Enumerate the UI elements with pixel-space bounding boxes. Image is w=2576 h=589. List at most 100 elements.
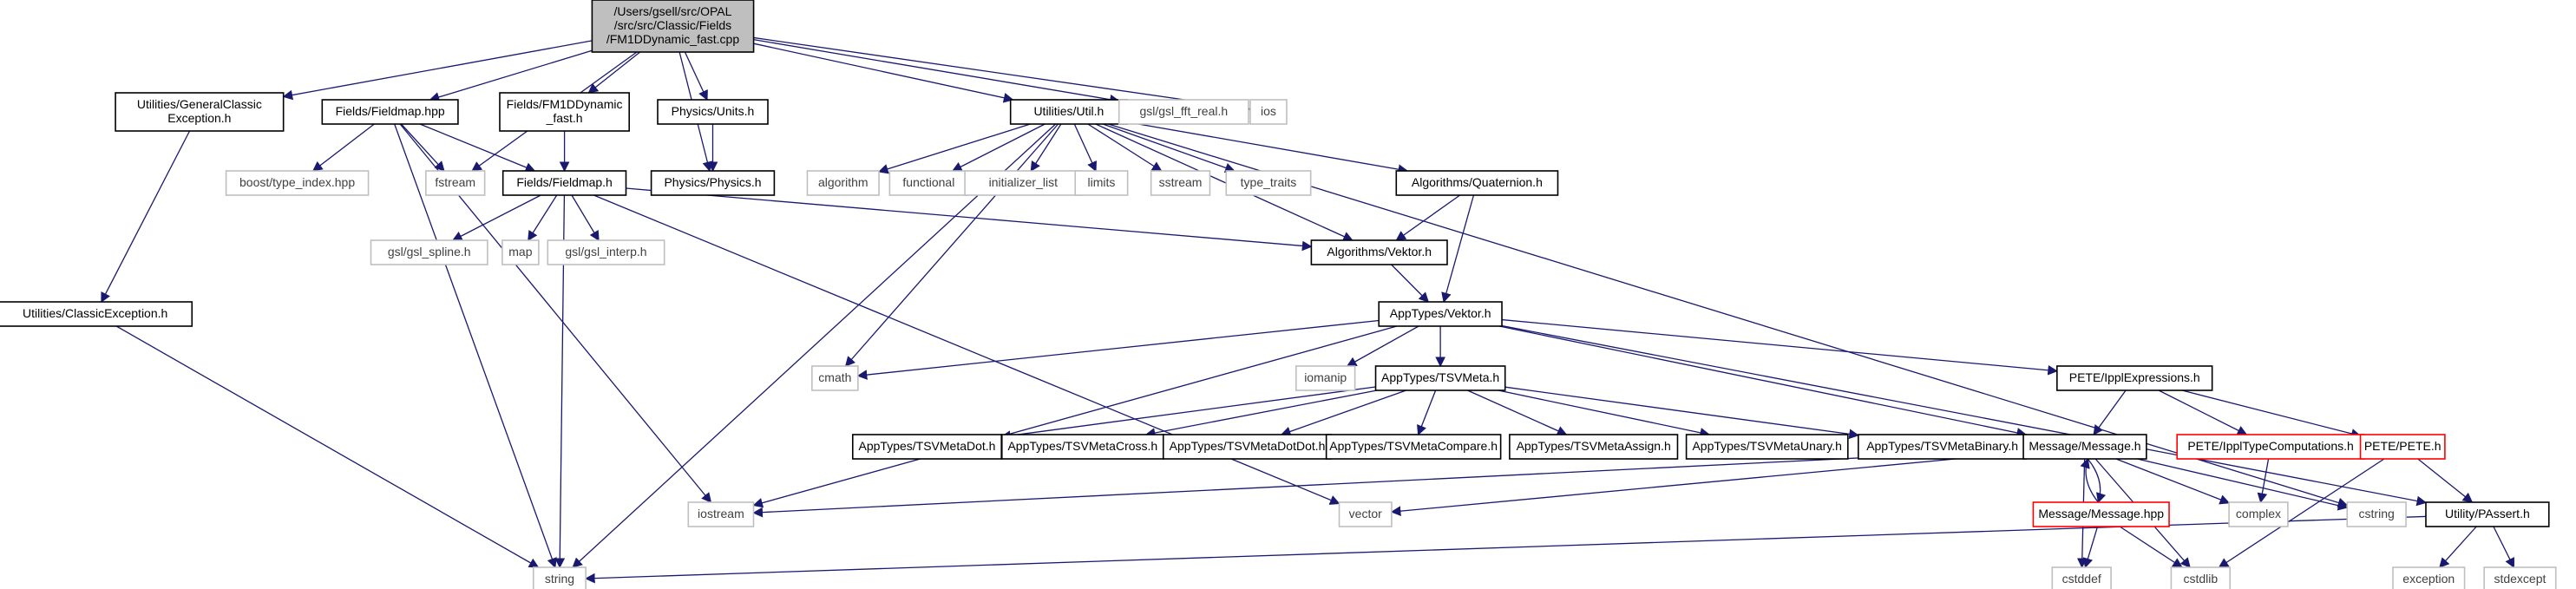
edge bbox=[1498, 325, 2028, 438]
node-algvek[interactable]: Algorithms/Vektor.h bbox=[1310, 239, 1448, 265]
node-tbinary[interactable]: AppTypes/TSVMetaBinary.h bbox=[1858, 434, 2028, 460]
node-label: Algorithms/Quaternion.h bbox=[1412, 175, 1543, 189]
edge-msgh-to-msghpp bbox=[2087, 458, 2107, 504]
node-box bbox=[501, 170, 627, 196]
node-root[interactable]: /Users/gsell/src/OPAL/src/src/Classic/Fi… bbox=[591, 0, 755, 53]
edge bbox=[2218, 458, 2385, 568]
node-tunary[interactable]: AppTypes/TSVMetaUnary.h bbox=[1685, 434, 1849, 460]
node-appvek[interactable]: AppTypes/Vektor.h bbox=[1378, 301, 1503, 327]
edge bbox=[587, 51, 641, 94]
node-ce[interactable]: Utilities/ClassicException.h bbox=[0, 301, 193, 327]
node-physics[interactable]: Physics/Physics.h bbox=[650, 170, 776, 196]
node-label: initializer_list bbox=[989, 175, 1058, 189]
edge bbox=[2119, 526, 2183, 568]
node-label: PETE/IpplExpressions.h bbox=[2069, 370, 2200, 384]
node-box bbox=[2228, 501, 2289, 527]
node-label: fstream bbox=[435, 175, 475, 189]
node-pete[interactable]: PETE/PETE.h bbox=[2359, 434, 2446, 460]
node-spline: gsl/gsl_spline.h bbox=[370, 239, 488, 265]
edge-ce-to-string bbox=[115, 325, 540, 568]
node-tsvmeta[interactable]: AppTypes/TSVMeta.h bbox=[1374, 365, 1506, 391]
node-box bbox=[2051, 566, 2112, 589]
node-label: AppTypes/Vektor.h bbox=[1390, 306, 1491, 320]
node-label: map bbox=[508, 245, 532, 259]
node-box bbox=[499, 92, 630, 132]
edge-util-to-algorithm bbox=[877, 123, 1031, 174]
node-box bbox=[1395, 170, 1559, 196]
edge-ipplexpr-to-ippltype bbox=[2158, 389, 2248, 435]
edge-util-to-limits bbox=[1073, 123, 1097, 173]
node-label: PETE/PETE.h bbox=[2364, 439, 2442, 453]
edge bbox=[684, 51, 708, 101]
node-tassign[interactable]: AppTypes/TSVMetaAssign.h bbox=[1509, 434, 1679, 460]
edge bbox=[394, 123, 557, 569]
edge-ippltype-to-complex bbox=[2257, 458, 2270, 504]
node-label: /src/src/Classic/Fields bbox=[614, 18, 731, 32]
edge-ipplexpr-to-msgh bbox=[2093, 389, 2127, 435]
edge bbox=[1000, 386, 1376, 441]
node-algorithm: algorithm bbox=[806, 170, 880, 196]
node-util[interactable]: Utilities/Util.h bbox=[1009, 99, 1128, 125]
edge-root-to-gce bbox=[282, 40, 593, 101]
edge bbox=[626, 187, 1313, 252]
node-sstream: sstream bbox=[1150, 170, 1211, 196]
node-box bbox=[2032, 501, 2170, 527]
node-label: AppTypes/TSVMetaCross.h bbox=[1007, 439, 1157, 453]
node-label: cstring bbox=[2359, 507, 2395, 520]
node-units[interactable]: Physics/Units.h bbox=[657, 99, 769, 125]
edge-appvek-to-iomanip bbox=[1346, 325, 1419, 367]
node-iomanip: iomanip bbox=[1295, 365, 1356, 391]
node-box bbox=[1378, 301, 1503, 327]
node-box bbox=[1162, 434, 1333, 460]
node-tdot[interactable]: AppTypes/TSVMetaDot.h bbox=[851, 434, 1002, 460]
edge-passert-to-exception bbox=[2439, 526, 2477, 568]
edge bbox=[752, 325, 1398, 508]
node-box bbox=[1685, 434, 1849, 460]
node-label: Physics/Physics.h bbox=[664, 175, 761, 189]
node-ippltype[interactable]: PETE/IpplTypeComputations.h bbox=[2176, 434, 2365, 460]
node-box bbox=[425, 170, 486, 196]
edge bbox=[419, 123, 536, 173]
edge bbox=[1030, 123, 1062, 172]
node-label: Message/Message.h bbox=[2029, 439, 2140, 453]
node-msghpp[interactable]: Message/Message.hpp bbox=[2032, 501, 2170, 527]
edge-root-to-fmhpp bbox=[429, 49, 593, 102]
edge-root-to-ios bbox=[753, 36, 1252, 114]
edge bbox=[2257, 458, 2270, 504]
node-box bbox=[2483, 566, 2557, 589]
node-vector: vector bbox=[1338, 501, 1393, 527]
edge-tsvmeta-to-tdot bbox=[1000, 386, 1376, 441]
edge-fmh-to-spline bbox=[451, 194, 541, 241]
node-quat[interactable]: Algorithms/Quaternion.h bbox=[1395, 170, 1559, 196]
node-ios: ios bbox=[1249, 99, 1288, 125]
node-box bbox=[547, 239, 665, 265]
node-tdotdot[interactable]: AppTypes/TSVMetaDotDot.h bbox=[1162, 434, 1333, 460]
node-fm1d[interactable]: Fields/FM1DDynamic_fast.h bbox=[499, 92, 630, 132]
node-box bbox=[225, 170, 370, 196]
node-label: cstdlib bbox=[2183, 572, 2218, 586]
node-ipplexpr[interactable]: PETE/IpplExpressions.h bbox=[2056, 365, 2213, 391]
node-fmh[interactable]: Fields/Fieldmap.h bbox=[501, 170, 627, 196]
edge bbox=[1395, 194, 1461, 241]
node-msgh[interactable]: Message/Message.h bbox=[2022, 434, 2147, 460]
node-box bbox=[2346, 501, 2407, 527]
edge-layer bbox=[101, 36, 2515, 584]
node-tcompare[interactable]: AppTypes/TSVMetaCompare.h bbox=[1325, 434, 1502, 460]
edge bbox=[528, 194, 558, 241]
node-label: AppTypes/TSVMetaDotDot.h bbox=[1170, 439, 1326, 453]
node-label: gsl/gsl_spline.h bbox=[388, 245, 471, 259]
edge bbox=[1501, 318, 2059, 376]
node-initlist: initializer_list bbox=[964, 170, 1083, 196]
node-map: map bbox=[501, 239, 540, 265]
edge bbox=[1073, 123, 1097, 173]
edge-util-to-functional bbox=[951, 123, 1045, 172]
node-passert[interactable]: Utility/PAssert.h bbox=[2425, 501, 2550, 527]
node-label: sstream bbox=[1159, 175, 1203, 189]
node-box bbox=[2056, 365, 2213, 391]
edge-gce-to-ce bbox=[101, 130, 191, 304]
node-tcross[interactable]: AppTypes/TSVMetaCross.h bbox=[1000, 434, 1164, 460]
edge-root-to-util bbox=[753, 43, 1014, 103]
node-box bbox=[2170, 566, 2232, 589]
node-fmhpp[interactable]: Fields/Fieldmap.hpp bbox=[321, 99, 459, 125]
